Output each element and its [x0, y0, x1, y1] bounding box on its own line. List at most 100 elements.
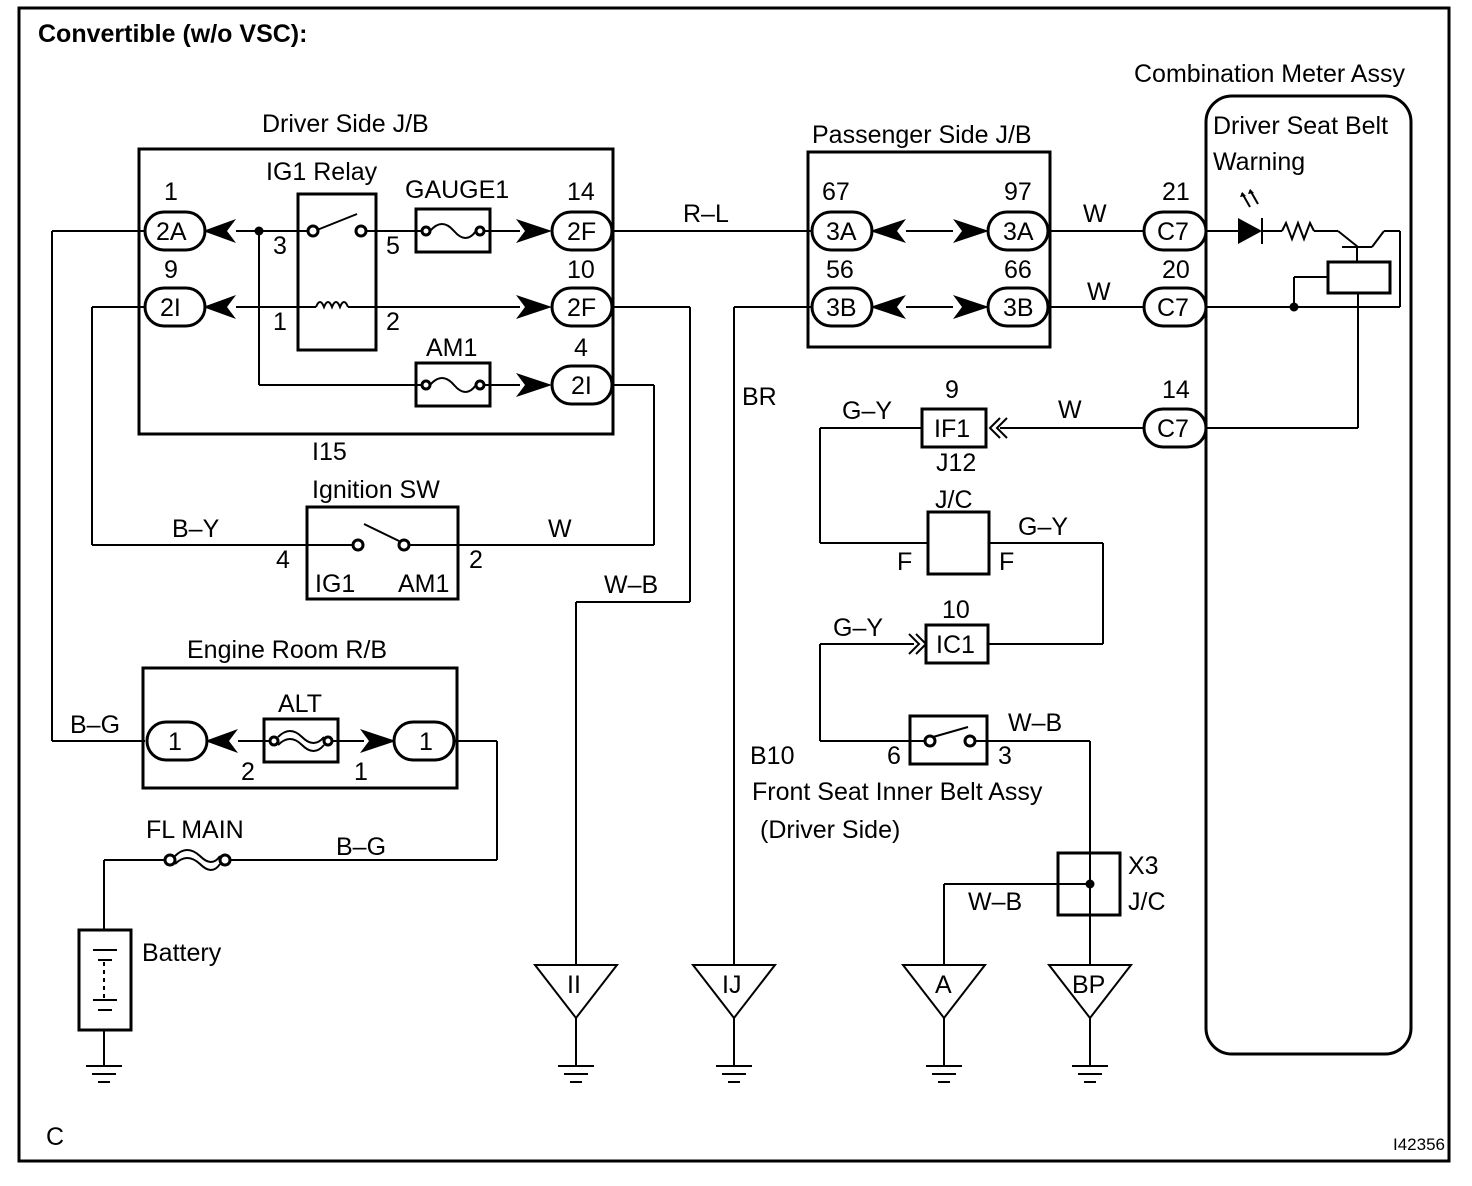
ground-ii: II [532, 964, 620, 1083]
pin-2f-top: 14 [567, 178, 595, 206]
combination-meter: Combination Meter Assy Driver Seat Belt … [1134, 60, 1413, 1056]
relay-pin-3: 3 [273, 232, 287, 260]
ground-ij-label: IJ [722, 971, 741, 999]
diagram-title: Convertible (w/o VSC): [38, 20, 307, 48]
connector-c7-mid-label: C7 [1157, 294, 1189, 322]
wire-gy-jc: G–Y [1018, 513, 1068, 541]
ignition-switch-blade [363, 523, 400, 542]
jc-top-label: J/C [935, 486, 973, 514]
jc-top-box [926, 510, 991, 576]
engine-room-rb-box [141, 666, 459, 790]
ig1-contact-label: IG1 [315, 570, 355, 598]
fuse-icon [429, 377, 477, 393]
connector-3a-left-label: 3A [826, 218, 857, 246]
pin-2f-mid: 10 [567, 256, 595, 284]
wire-bg-upper: B–G [70, 711, 120, 739]
b10-label: B10 [750, 742, 794, 770]
led-icon [1238, 218, 1262, 244]
ground-a: A [900, 964, 988, 1083]
connector-c7-bot-label: C7 [1157, 415, 1189, 443]
ic1-pin: 10 [942, 596, 970, 624]
j12-label: J12 [936, 449, 976, 477]
belt-switch-blade [932, 726, 969, 738]
relay-coil-icon [315, 301, 349, 310]
connector-if1-label: IF1 [934, 415, 970, 443]
am1-fuse-label: AM1 [426, 334, 477, 362]
connector-2i-right-label: 2I [571, 372, 592, 400]
ground-ii-label: II [567, 971, 581, 999]
fusible-link-icon [174, 849, 221, 871]
battery-label: Battery [142, 939, 222, 967]
resistor-icon [1281, 220, 1315, 242]
pin-2i-right: 4 [574, 334, 588, 362]
wire-w-ign: W [548, 515, 572, 543]
engine-room-rb-label: Engine Room R/B [187, 636, 387, 664]
wire-gy-if1: G–Y [842, 397, 892, 425]
pin-c7-top: 21 [1162, 178, 1190, 206]
wire-gy-ic1: G–Y [833, 614, 883, 642]
pin-2i: 9 [164, 256, 178, 284]
wire-w-top: W [1083, 200, 1107, 228]
pin-3a-left: 67 [822, 178, 850, 206]
ignition-switch: Ignition SW 4 2 IG1 AM1 [276, 476, 483, 601]
junction-dot [254, 226, 264, 236]
wiring: R–L W W W–B BR B–G B–Y W [51, 200, 1144, 965]
alt-pin-1: 1 [354, 758, 368, 786]
connector-3b-left-label: 3B [826, 294, 857, 322]
passenger-jb-label: Passenger Side J/B [812, 121, 1032, 149]
wire-br: BR [742, 383, 777, 411]
connector-rb-1-right-label: 1 [419, 728, 433, 756]
ig1-relay-label: IG1 Relay [266, 158, 378, 186]
wire-wb-belt: W–B [1008, 709, 1062, 737]
jc-bottom-label: J/C [1128, 888, 1166, 916]
corner-label: C [46, 1123, 64, 1151]
figure-id: I42356 [1393, 1135, 1445, 1154]
warning-label-1: Driver Seat Belt [1213, 112, 1388, 140]
wire-wb-left: W–B [604, 571, 658, 599]
connector-3a-right-label: 3A [1003, 218, 1034, 246]
i15-label: I15 [312, 438, 347, 466]
wire-rl: R–L [683, 200, 729, 228]
connector-2f-mid-label: 2F [567, 294, 596, 322]
connector-2a-label: 2A [156, 218, 187, 246]
diagram-frame [17, 6, 1451, 1163]
warning-label-2: Warning [1213, 148, 1305, 176]
driver-jb-label: Driver Side J/B [262, 110, 429, 138]
combination-meter-box [1204, 94, 1413, 1056]
pin-c7-bot: 14 [1162, 376, 1190, 404]
passenger-side-jb: Passenger Side J/B 67 3A 97 3A 56 3B 66 … [806, 121, 1052, 349]
ignition-sw-label: Ignition SW [312, 476, 440, 504]
front-seat-belt-side-label: (Driver Side) [760, 816, 900, 844]
pin-3b-left: 56 [826, 256, 854, 284]
wire-w-mid: W [1087, 278, 1111, 306]
relay-pin-1: 1 [273, 308, 287, 336]
am1-contact-label: AM1 [398, 570, 449, 598]
ign-pin-4: 4 [276, 546, 290, 574]
connector-2f-top-label: 2F [567, 218, 596, 246]
connector-ic1-label: IC1 [936, 631, 975, 659]
jc-f-left: F [897, 548, 912, 576]
engine-room-rb: Engine Room R/B ALT 1 1 2 1 [141, 636, 498, 860]
pin-3a-right: 97 [1004, 178, 1032, 206]
jc-f-right: F [999, 548, 1014, 576]
fl-main-label: FL MAIN [146, 816, 244, 844]
gauge1-label: GAUGE1 [405, 176, 509, 204]
ground-bp: BP [1046, 964, 1134, 1083]
wire-wb-x3: W–B [968, 888, 1022, 916]
wire-w-meter: W [1058, 396, 1082, 424]
x3-label: X3 [1128, 852, 1159, 880]
wire-by: B–Y [172, 515, 220, 543]
pin-2a: 1 [164, 178, 178, 206]
pin-c7-mid: 20 [1162, 256, 1190, 284]
driver-side-jb: Driver Side J/B I15 IG1 Relay 3 5 1 2 GA… [137, 110, 615, 466]
ground-ij: IJ [690, 964, 778, 1083]
if1-pin: 9 [945, 376, 959, 404]
ground-a-label: A [935, 971, 952, 999]
driver-jb-box [137, 147, 615, 436]
ground-icon [86, 1065, 122, 1083]
ign-pin-2: 2 [469, 546, 483, 574]
relay-contact-left [306, 224, 320, 238]
relay-switch-blade [316, 213, 358, 231]
alt-pin-2: 2 [241, 758, 255, 786]
